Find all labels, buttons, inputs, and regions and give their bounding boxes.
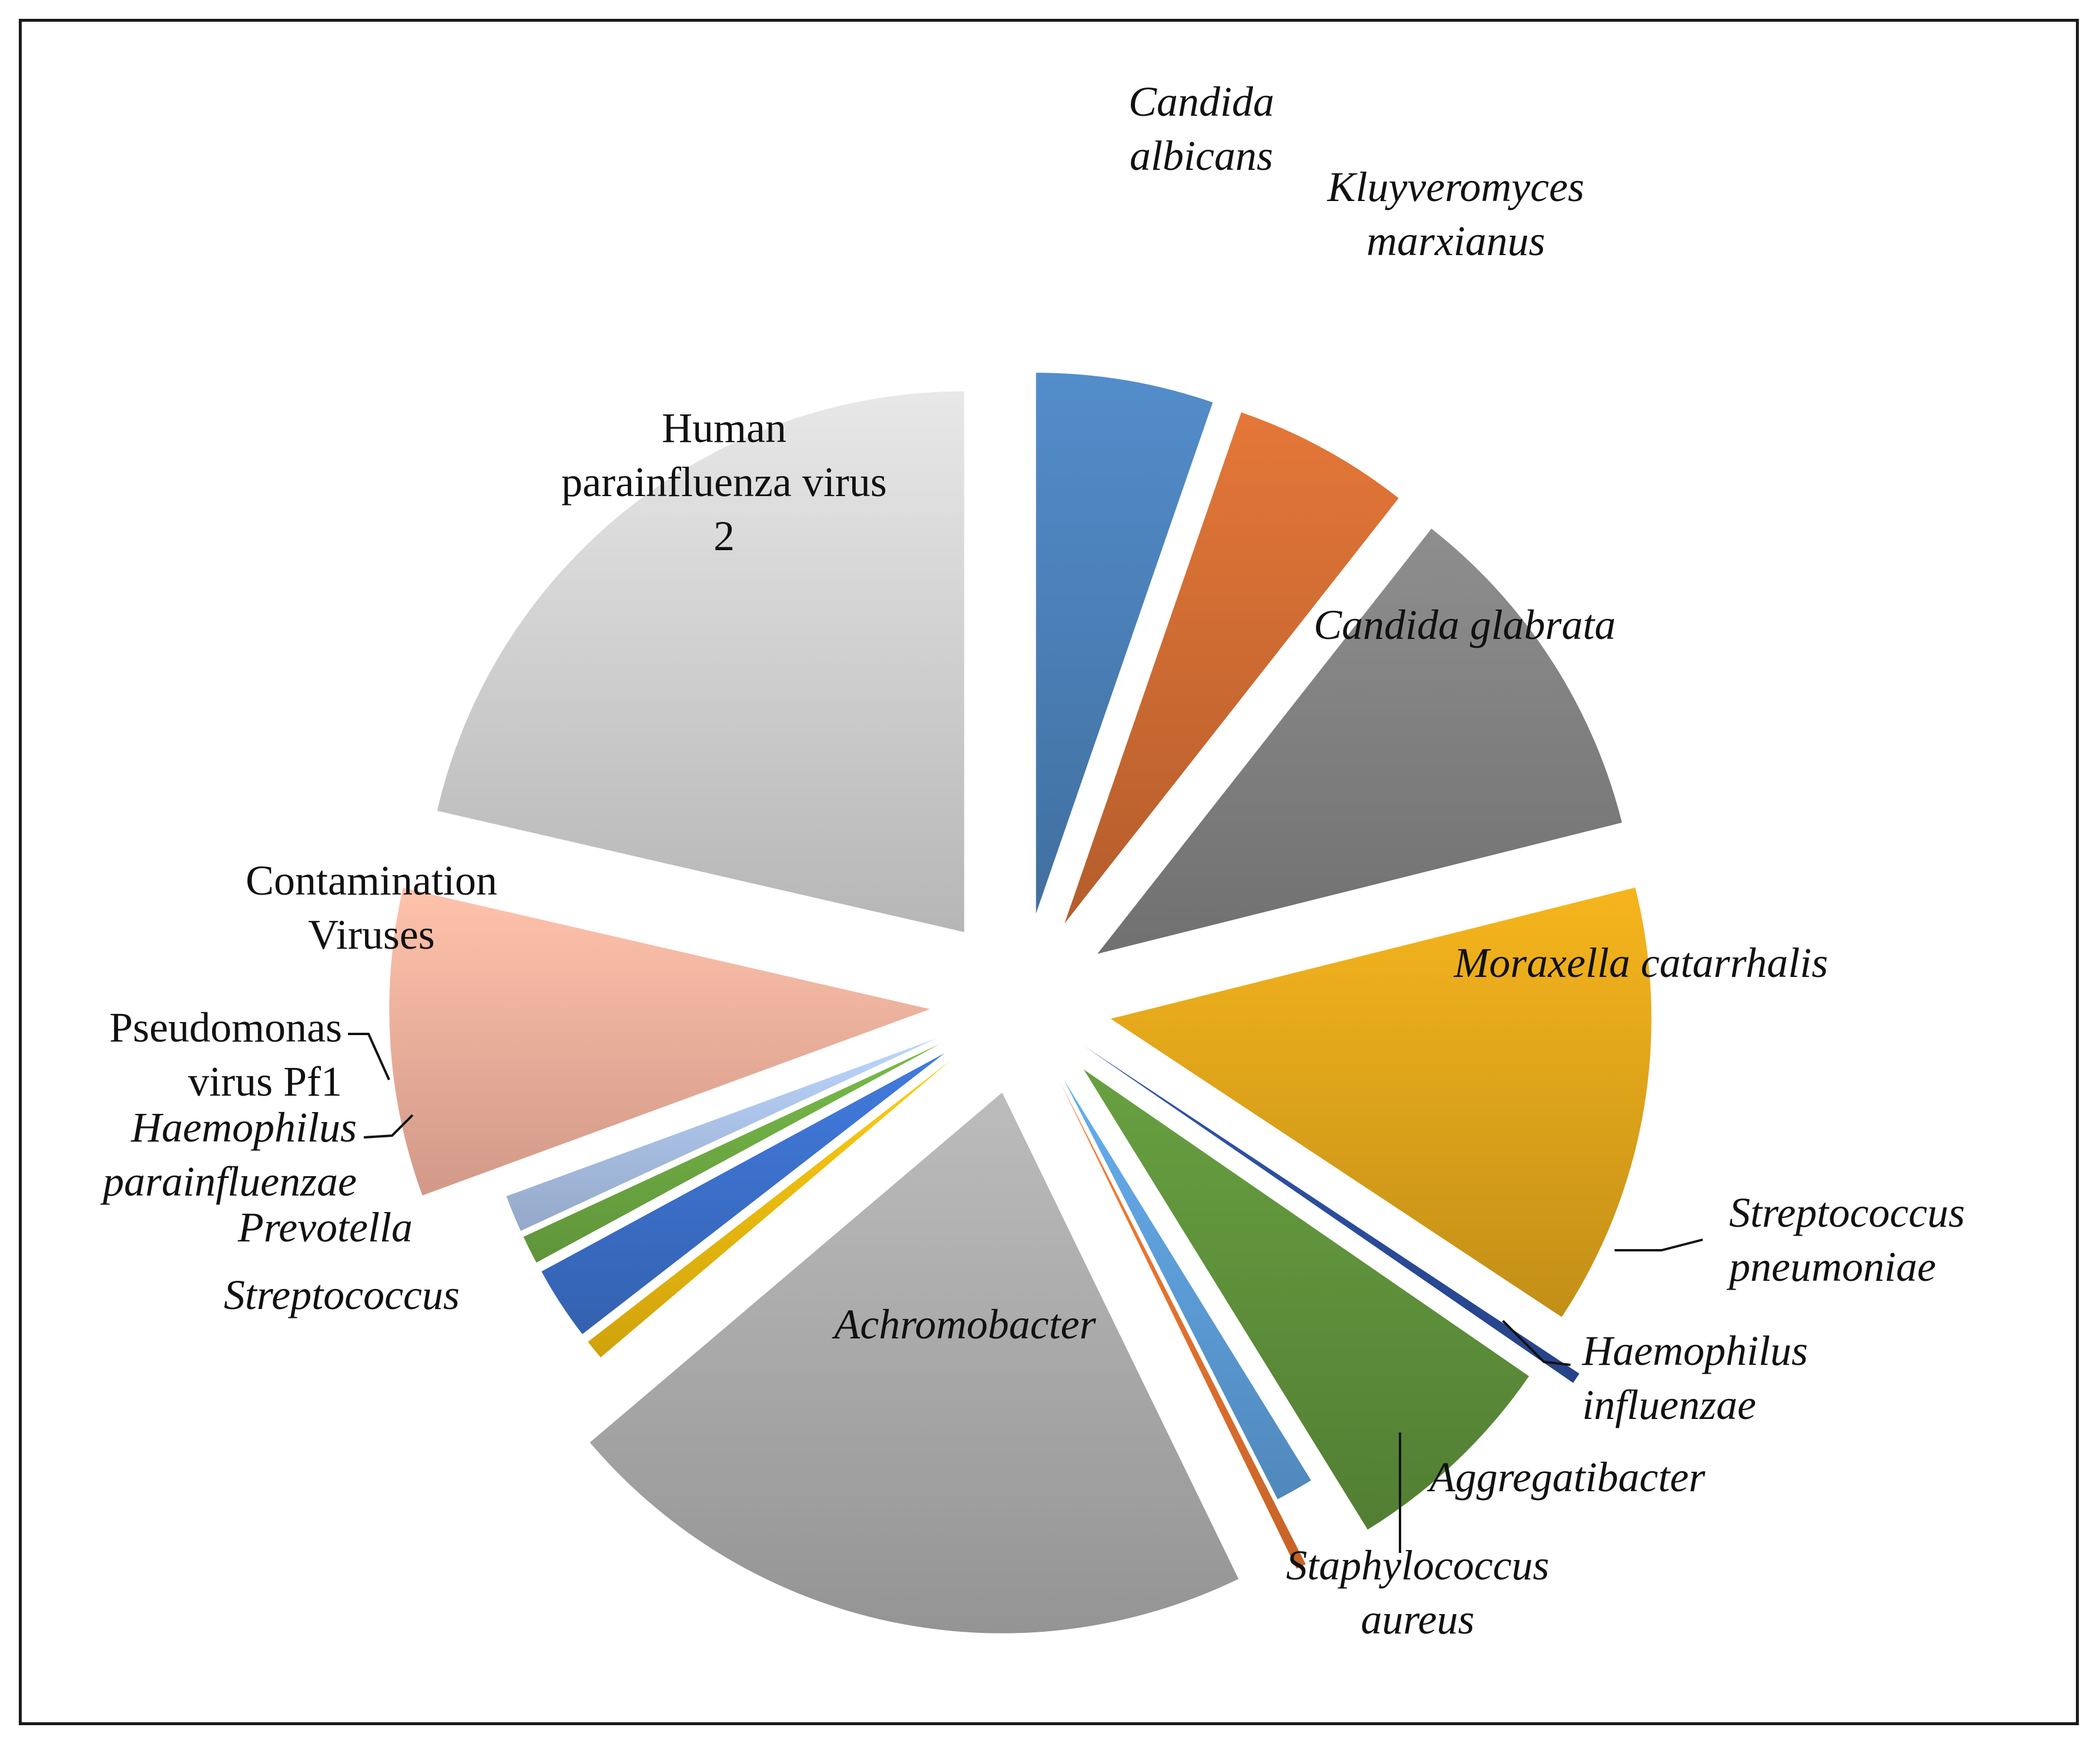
pie-slice-prevotella xyxy=(541,1053,945,1334)
slice-label-moraxella-catarrhalis: Moraxella catarrhalis xyxy=(1453,939,1828,986)
slice-label-achromobacter: Achromobacter xyxy=(832,1301,1096,1348)
leader-line-streptococcus-pneumoniae xyxy=(1615,1238,1703,1251)
slice-label-prevotella: Prevotella xyxy=(237,1204,413,1251)
pie-slice-kluyveromyces-marxianus xyxy=(1064,412,1399,923)
pie-slice-haemophilus-influenzae xyxy=(1083,1069,1529,1530)
pie-slice-pseudomonas-virus-pf1 xyxy=(506,1038,937,1231)
leader-line-haemophilus-parainfluenzae xyxy=(363,1114,414,1139)
pie-slice-haemophilus-parainfluenzae xyxy=(523,1044,940,1263)
leader-line-haemophilus-influenzae xyxy=(1502,1320,1571,1366)
pie-slice-aggregatibacter xyxy=(1064,1080,1311,1499)
slice-label-aggregatibacter: Aggregatibacter xyxy=(1427,1454,1706,1501)
pie-slice-streptococcus-pneumoniae xyxy=(1084,1046,1580,1383)
leader-line-pseudomonas-virus-pf1 xyxy=(348,1033,390,1080)
pie-slice-candida-albicans xyxy=(1036,373,1213,914)
pie-slice-human-parainfluenza-virus-2 xyxy=(437,391,964,932)
pie-slice-streptococcus xyxy=(588,1060,950,1358)
pie-slice-staphylococcus-aureus xyxy=(1060,1082,1306,1569)
slice-label-candida-glabrata: Candida glabrata xyxy=(1314,601,1616,648)
pie-slice-candida-glabrata xyxy=(1097,528,1622,954)
pie-slice-achromobacter xyxy=(590,1092,1239,1633)
slice-label-streptococcus: Streptococcus xyxy=(224,1271,460,1318)
pie-slice-contamination-viruses xyxy=(389,888,930,1196)
pie-slice-moraxella-catarrhalis xyxy=(1110,887,1652,1317)
